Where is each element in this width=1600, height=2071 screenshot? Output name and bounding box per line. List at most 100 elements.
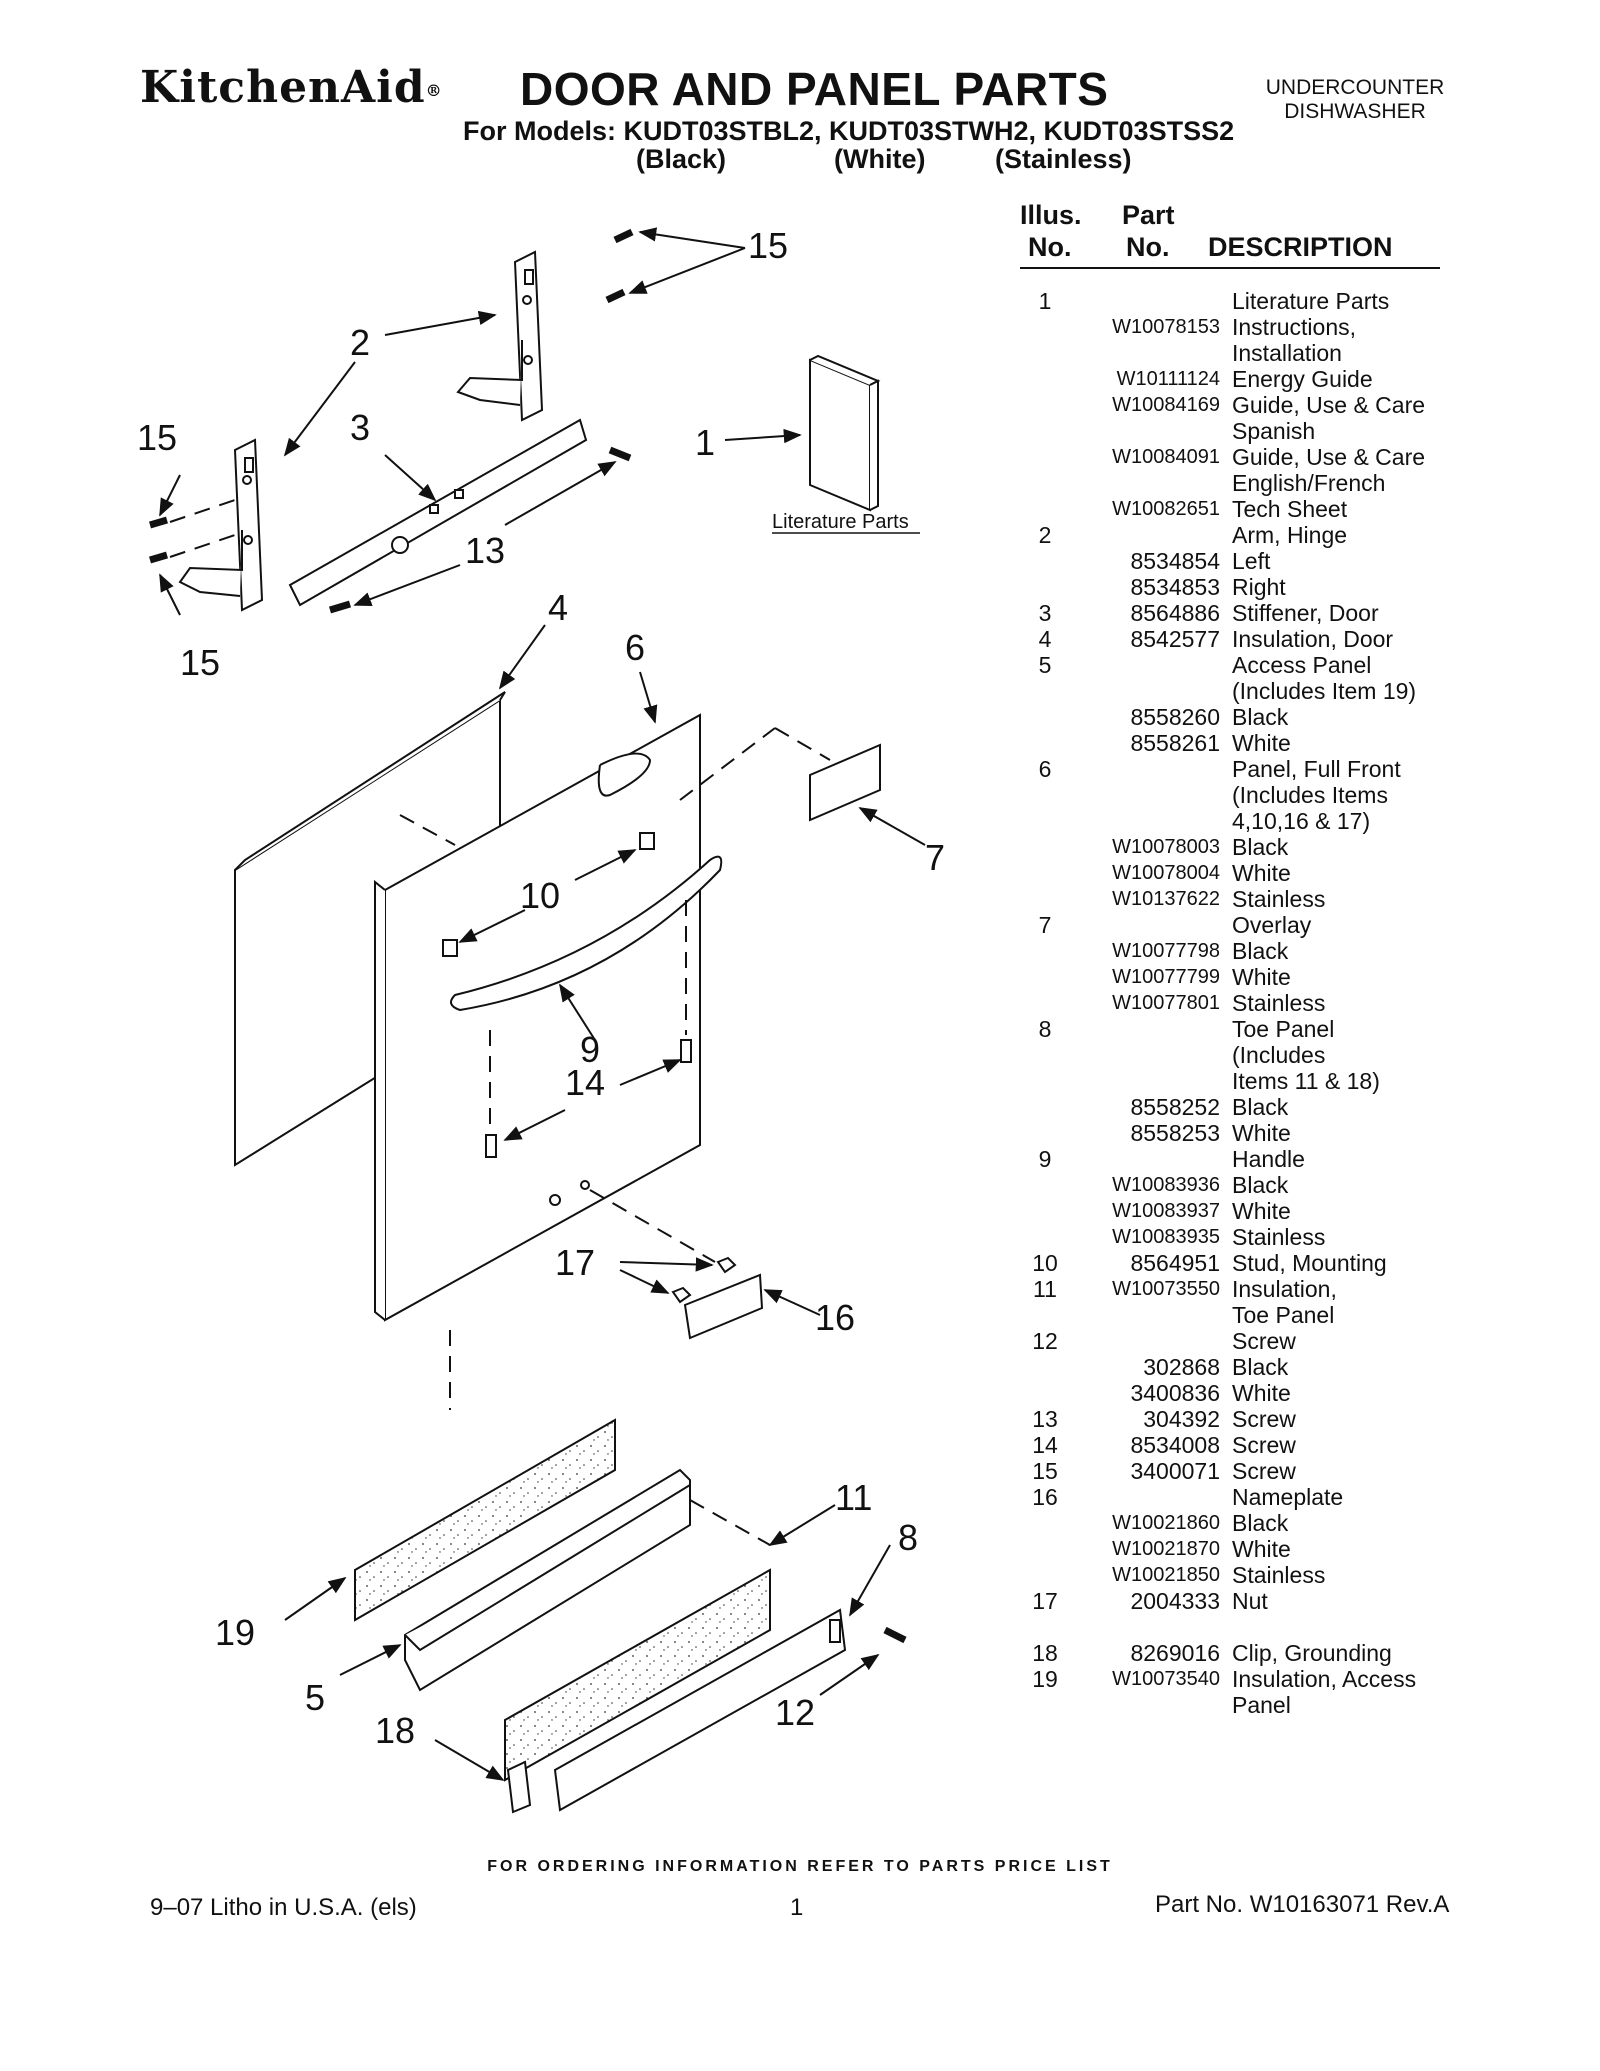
illus-number: 16 (1032, 1484, 1058, 1510)
leader-16 (763, 1289, 821, 1316)
assembly-line-overlay-1 (679, 727, 776, 801)
leader-8 (849, 1544, 891, 1617)
screw-13-left (328, 600, 352, 614)
part-number (1070, 912, 1232, 938)
leader-6 (639, 671, 658, 724)
illus-number (1020, 938, 1070, 964)
illus-number: 9 (1038, 1146, 1052, 1172)
illus-number (1020, 496, 1070, 522)
callout-13: 13 (465, 530, 505, 571)
part-description: Nameplate (1232, 1484, 1344, 1510)
hinge-arm-right (456, 250, 544, 422)
part-description: Instructions, (1232, 314, 1356, 340)
callout-16: 16 (815, 1297, 855, 1338)
part-number: W10021870 (1112, 1538, 1220, 1560)
variant-white: (White) (834, 144, 926, 174)
part-number: W10078004 (1112, 862, 1220, 884)
leader-2-left (283, 361, 356, 457)
header-rule (1020, 267, 1440, 269)
callout-5: 5 (305, 1677, 325, 1718)
grounding-clip (506, 1760, 532, 1814)
part-number: 8534008 (1130, 1432, 1220, 1458)
illus-number (1020, 1562, 1070, 1588)
screw-12 (883, 1626, 907, 1644)
part-number (1070, 1302, 1232, 1328)
part-number: 304392 (1143, 1406, 1220, 1432)
leader-17-b (619, 1269, 670, 1294)
leader-14-right (619, 1059, 682, 1086)
part-number (1070, 1068, 1232, 1094)
illus-number (1020, 990, 1070, 1016)
screw-15-top-a (613, 228, 634, 244)
part-number: 8558261 (1130, 730, 1220, 756)
assembly-line-insulation (399, 814, 456, 846)
registered-mark: ® (425, 81, 443, 100)
part-number: W10083935 (1112, 1226, 1220, 1248)
callout-9: 9 (580, 1029, 600, 1070)
part-number (1070, 1016, 1232, 1042)
part-description: White (1232, 1380, 1291, 1406)
part-description: (Includes Items (1232, 782, 1388, 808)
part-description: Stiffener, Door (1232, 600, 1379, 626)
illus-number (1020, 1172, 1070, 1198)
part-number: W10073550 (1112, 1278, 1220, 1300)
parts-row: Installation (1020, 340, 1580, 366)
part-description: Panel, Full Front (1232, 756, 1401, 782)
illus-number (1020, 574, 1070, 600)
illus-number: 4 (1038, 626, 1052, 652)
part-description: Guide, Use & Care (1232, 392, 1426, 418)
full-front-panel (374, 713, 701, 1322)
illus-number: 3 (1038, 600, 1052, 626)
part-number: 3400836 (1130, 1380, 1220, 1406)
part-number: W10078003 (1112, 836, 1220, 858)
toe-panel (553, 1608, 847, 1812)
illus-number: 1 (1038, 288, 1052, 314)
callout-6: 6 (625, 627, 645, 668)
assembly-line-overlay-2 (774, 727, 831, 761)
part-description: White (1232, 1120, 1291, 1146)
leader-3 (384, 454, 437, 502)
illus-number (1020, 964, 1070, 990)
part-number: 8558252 (1130, 1094, 1220, 1120)
part-description: Black (1232, 1094, 1289, 1120)
illus-number (1020, 1198, 1070, 1224)
part-description: Stainless (1232, 1562, 1326, 1588)
part-description: Screw (1232, 1458, 1296, 1484)
part-number: 8269016 (1130, 1640, 1220, 1666)
part-description (1232, 1614, 1580, 1640)
part-description: Stainless (1232, 990, 1326, 1016)
part-description: Tech Sheet (1232, 496, 1348, 522)
illus-number: 5 (1038, 652, 1052, 678)
callout-8: 8 (898, 1517, 918, 1558)
part-description: Spanish (1232, 418, 1316, 444)
part-description: Black (1232, 1354, 1289, 1380)
part-description: White (1232, 860, 1291, 886)
mounting-stud-right (639, 832, 655, 850)
leader-18 (434, 1739, 505, 1781)
part-number: W10083936 (1112, 1174, 1220, 1196)
part-description: Insulation, Access (1232, 1666, 1417, 1692)
part-number (1070, 340, 1232, 366)
part-number (1070, 522, 1232, 548)
illus-number (1020, 340, 1070, 366)
part-description: English/French (1232, 470, 1386, 496)
leader-13-left (353, 564, 461, 606)
mounting-stud-left (442, 939, 458, 957)
leader-1 (724, 428, 802, 444)
brand-logo: KitchenAid® (140, 62, 443, 113)
part-description: Black (1232, 704, 1289, 730)
illus-number: 19 (1032, 1666, 1058, 1692)
variant-black: (Black) (636, 144, 727, 174)
screw-15-left-b (149, 551, 168, 564)
